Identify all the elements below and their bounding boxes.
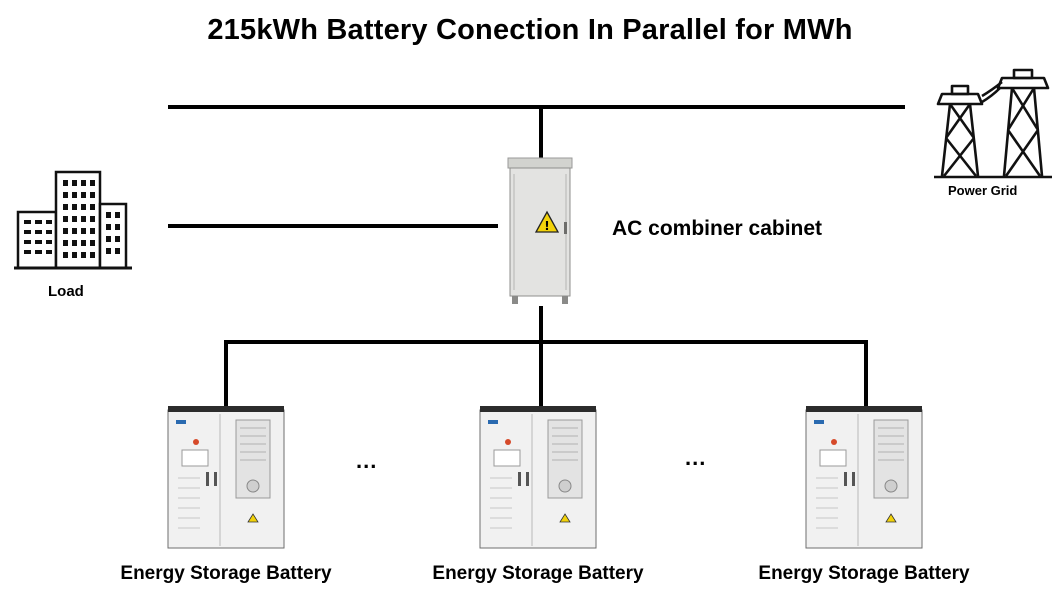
battery-2-label: Energy Storage Battery xyxy=(432,563,644,584)
building-icon xyxy=(14,170,132,270)
load-feed-line xyxy=(168,224,498,228)
ac-combiner-label: AC combiner cabinet xyxy=(612,217,823,240)
ellipsis-2: ... xyxy=(685,445,707,470)
ac-combiner-cabinet-icon: ! xyxy=(507,157,573,304)
ellipsis-1: ... xyxy=(356,448,378,473)
grid-bus-line xyxy=(168,105,905,109)
svg-text:!: ! xyxy=(544,219,549,233)
load-label: Load xyxy=(48,283,84,300)
battery-cabinet-icon xyxy=(805,406,923,549)
power-tower-icon xyxy=(934,68,1052,179)
cabinet-to-battery-trunk xyxy=(539,306,543,343)
battery-1-label: Energy Storage Battery xyxy=(120,563,332,584)
battery-cabinet-icon xyxy=(167,406,285,549)
battery-distribution-line xyxy=(224,340,868,344)
battery-3-label: Energy Storage Battery xyxy=(758,563,970,584)
battery-3-drop xyxy=(864,340,868,408)
diagram-title: 215kWh Battery Conection In Parallel for… xyxy=(207,14,853,46)
bus-to-cabinet-line xyxy=(539,105,543,158)
battery-1-drop xyxy=(224,340,228,408)
battery-2-drop xyxy=(539,340,543,408)
battery-cabinet-icon xyxy=(479,406,597,549)
power-grid-label: Power Grid xyxy=(948,183,1018,198)
